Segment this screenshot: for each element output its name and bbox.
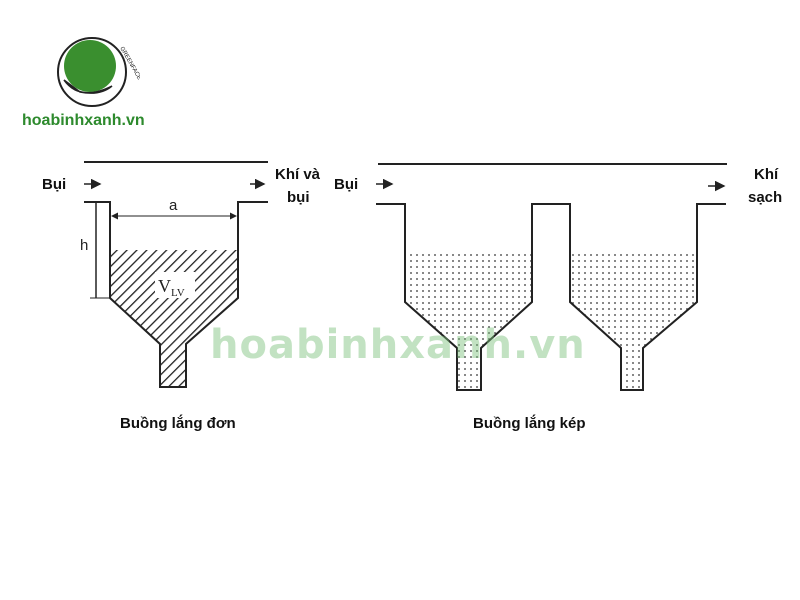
double-outlet-label-line1: Khí xyxy=(754,166,779,183)
second-chamber-dust xyxy=(570,250,697,390)
double-outlet-label-line2: sạch xyxy=(748,189,783,206)
double-inlet-label: Bụi xyxy=(334,176,359,193)
single-chamber: a h VLV xyxy=(80,161,268,388)
height-label: h xyxy=(80,237,88,254)
single-outlet-label-line2: bụi xyxy=(287,189,310,206)
brand-logo: GREENFACE xyxy=(57,37,140,107)
watermark-text: hoabinhxanh.vn xyxy=(210,322,586,368)
width-label: a xyxy=(169,197,178,214)
single-hopper-wall xyxy=(84,201,268,388)
single-inlet-label: Bụi xyxy=(42,176,67,193)
double-chamber-caption: Buồng lắng kép xyxy=(473,415,586,432)
single-dust-volume xyxy=(110,250,238,387)
brand-site-text: hoabinhxanh.vn xyxy=(22,112,145,129)
double-chamber xyxy=(376,163,727,391)
first-chamber-dust xyxy=(405,250,532,390)
volume-label-bg xyxy=(155,272,195,298)
logo-leaf xyxy=(64,40,116,92)
single-chamber-caption: Buồng lắng đơn xyxy=(120,415,236,432)
logo-hand-icon xyxy=(63,79,113,94)
volume-label: VLV xyxy=(158,276,185,299)
single-outlet-label-line1: Khí và xyxy=(275,166,321,183)
double-hopper-wall xyxy=(376,203,726,391)
